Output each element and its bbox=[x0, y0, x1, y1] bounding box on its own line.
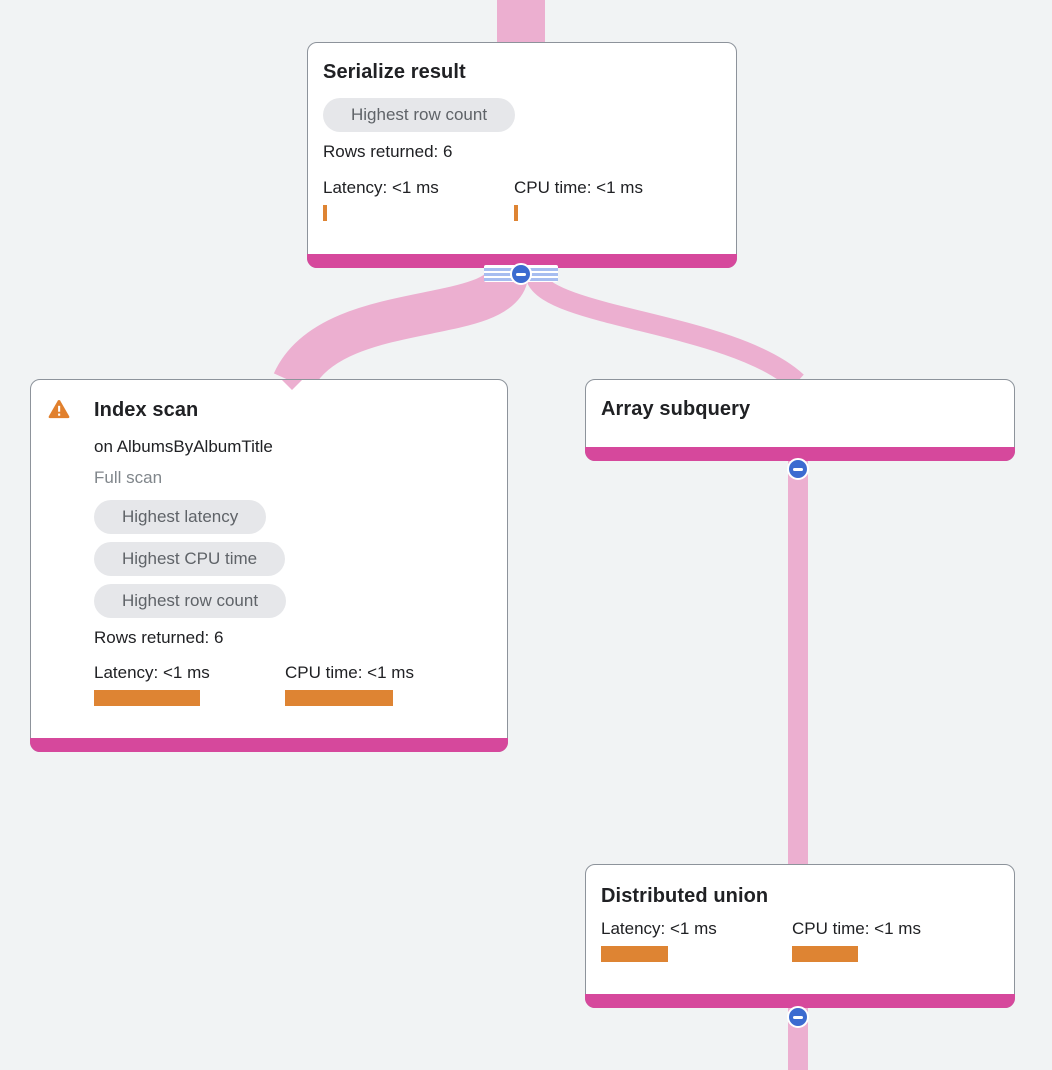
collapse-button-serialize-result[interactable] bbox=[510, 263, 532, 285]
node-title: Serialize result bbox=[323, 61, 466, 83]
latency-bar bbox=[94, 690, 200, 706]
node-index-scan[interactable]: Index scan on AlbumsByAlbumTitle Full sc… bbox=[30, 379, 508, 752]
minus-icon bbox=[793, 1015, 803, 1019]
edge-serialize-to-index-scan bbox=[273, 268, 528, 393]
badge-highest-latency: Highest latency bbox=[94, 500, 267, 534]
badge-highest-row-count: Highest row count bbox=[94, 584, 287, 618]
edge-array-subquery-to-distributed-union bbox=[788, 460, 808, 864]
latency-bar bbox=[323, 205, 327, 221]
cpu-time-label: CPU time: <1 ms bbox=[514, 178, 643, 197]
latency-label: Latency: <1 ms bbox=[94, 663, 210, 682]
badge-highest-row-count: Highest row count bbox=[323, 98, 516, 132]
node-accent-bar bbox=[307, 254, 737, 268]
cpu-time-bar bbox=[792, 946, 858, 962]
node-accent-bar bbox=[585, 447, 1015, 461]
node-serialize-result[interactable]: Serialize result Highest row count Rows … bbox=[307, 42, 737, 268]
index-name-label: on AlbumsByAlbumTitle bbox=[94, 437, 273, 456]
warning-icon bbox=[48, 399, 70, 424]
latency-bar bbox=[601, 946, 668, 962]
node-distributed-union[interactable]: Distributed union Latency: <1 ms CPU tim… bbox=[585, 864, 1015, 1008]
node-accent-bar bbox=[30, 738, 508, 752]
latency-label: Latency: <1 ms bbox=[323, 178, 439, 197]
node-title: Distributed union bbox=[601, 885, 769, 907]
scan-type-label: Full scan bbox=[94, 468, 163, 487]
edge-root-to-serialize bbox=[497, 0, 545, 43]
node-array-subquery[interactable]: Array subquery bbox=[585, 379, 1015, 461]
cpu-time-bar bbox=[285, 690, 393, 706]
node-title: Array subquery bbox=[601, 398, 751, 420]
node-accent-bar bbox=[585, 994, 1015, 1008]
cpu-time-label: CPU time: <1 ms bbox=[792, 919, 921, 938]
cpu-time-label: CPU time: <1 ms bbox=[285, 663, 414, 682]
rows-returned-label: Rows returned: 6 bbox=[323, 142, 453, 161]
badge-highest-cpu-time: Highest CPU time bbox=[94, 542, 286, 576]
edge-serialize-to-array-subquery bbox=[526, 272, 804, 390]
cpu-time-bar bbox=[514, 205, 518, 221]
minus-icon bbox=[516, 272, 526, 276]
node-title: Index scan bbox=[94, 399, 199, 421]
latency-label: Latency: <1 ms bbox=[601, 919, 717, 938]
rows-returned-label: Rows returned: 6 bbox=[94, 628, 224, 647]
collapse-button-array-subquery[interactable] bbox=[787, 458, 809, 480]
minus-icon bbox=[793, 467, 803, 471]
collapse-button-distributed-union[interactable] bbox=[787, 1006, 809, 1028]
